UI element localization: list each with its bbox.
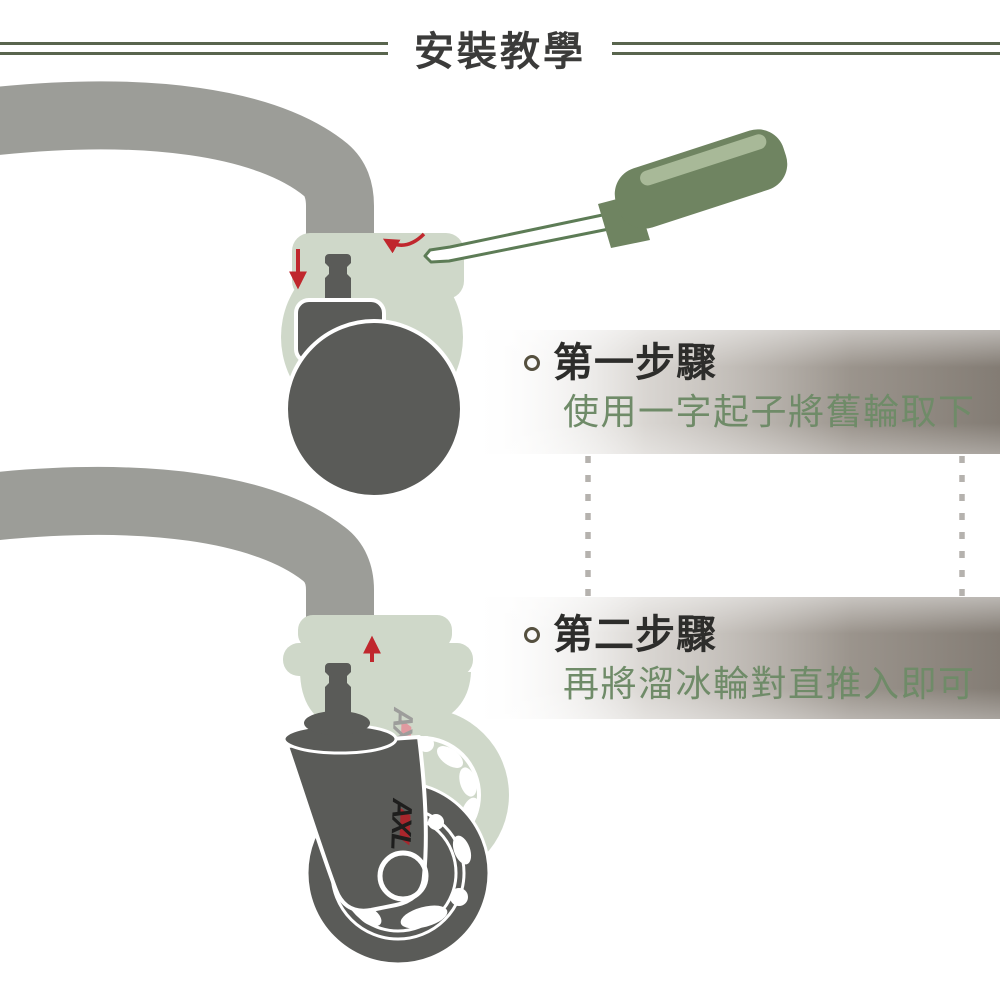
dashed-connector [585, 456, 965, 596]
ghost-socket-cap [298, 615, 452, 649]
spoke-hole [428, 814, 444, 830]
brand-logo-stripe [399, 808, 411, 846]
old-wheel [284, 319, 464, 499]
header-rule-right [612, 41, 1000, 55]
step-2-header: 第二步驟 [524, 612, 976, 658]
step2-highlight-band [470, 597, 1000, 719]
arrow-rotate-icon [382, 232, 426, 254]
new-caster: AXL [282, 663, 491, 966]
caster-fork-new [285, 735, 428, 913]
caster-stem [325, 254, 351, 310]
step1-highlight-band [470, 330, 1000, 454]
brand-logo: AXL [385, 797, 418, 850]
old-caster [281, 233, 464, 499]
spoke-hole [400, 905, 448, 929]
step-1-heading: 第一步驟 [553, 341, 717, 385]
step-bullet-icon [524, 355, 540, 371]
spoke-hole [450, 888, 468, 906]
stem-dome [304, 711, 370, 735]
step-bullet-icon [524, 627, 540, 643]
step-2-description: 再將溜冰輪對直推入即可 [563, 663, 976, 704]
step-1: 第一步驟 使用一字起子將舊輪取下 [524, 340, 976, 433]
header-rule-left [0, 41, 388, 55]
chair-leg-bottom [0, 466, 374, 634]
ghost-spoke-hole [459, 767, 477, 797]
step-2: 第二步驟 再將溜冰輪對直推入即可 [524, 612, 976, 705]
screwdriver-handle [614, 129, 788, 229]
stem-pin [325, 663, 351, 719]
page-title: 安裝教學 [414, 30, 586, 74]
svg-text:AXL: AXL [385, 797, 418, 850]
ghost-spoke-hole [436, 746, 464, 768]
step-2-heading: 第二步驟 [553, 613, 717, 657]
screwdriver-blade [423, 211, 616, 264]
spoke-hole [452, 835, 472, 865]
hub-ring [377, 850, 429, 902]
screwdriver-icon [423, 129, 788, 264]
step-1-header: 第一步驟 [524, 340, 976, 386]
screwdriver-handle-highlight [640, 134, 767, 186]
chair-leg-top [0, 81, 374, 242]
header: 安裝教學 [0, 20, 1000, 76]
step-1-description: 使用一字起子將舊輪取下 [563, 391, 976, 432]
